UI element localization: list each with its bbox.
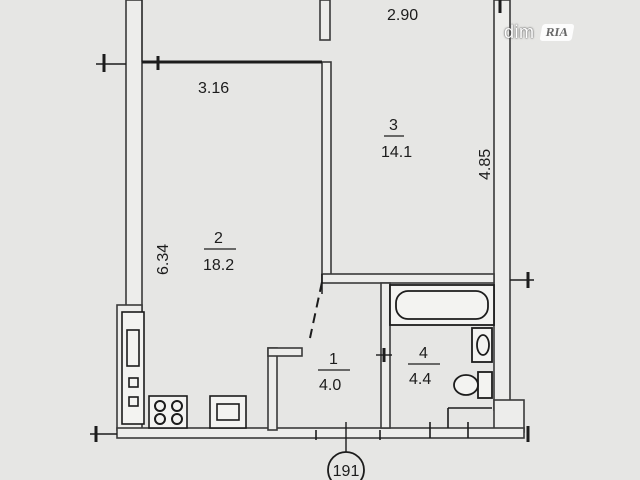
room-area: 14.1 [381, 144, 412, 161]
washbasin-bowl [476, 334, 490, 356]
room-label-3: 3 14.1 [381, 117, 412, 161]
sink-icon [126, 329, 140, 367]
partition-room2-room3 [321, 61, 332, 283]
room-label-1: 1 4.0 [318, 351, 350, 394]
dimension-room2-width: 3.16 [198, 80, 229, 97]
bathtub-inner [395, 290, 489, 320]
hall-wall-left [267, 347, 278, 431]
room-area: 4.4 [409, 371, 431, 388]
partition-top [319, 0, 331, 41]
room-number: 1 [329, 351, 338, 368]
room-area: 18.2 [203, 257, 234, 274]
stove-icon [148, 395, 188, 429]
axis-marker-label: 191 [333, 463, 360, 480]
watermark-logo: RIA [539, 23, 575, 41]
counter-detail-2 [128, 396, 139, 407]
left-wall [125, 0, 143, 316]
bottom-wall [116, 427, 525, 439]
dim-ria-watermark: dim RIA [498, 16, 604, 48]
room-number: 4 [419, 345, 428, 362]
watermark-brand: dim [504, 21, 535, 42]
room-number: 2 [214, 230, 223, 247]
room-label-2: 2 18.2 [203, 230, 236, 274]
bottom-openings [315, 407, 492, 440]
counter-detail [128, 377, 139, 388]
stove-burners-icon [154, 400, 183, 425]
toilet-icon [453, 374, 479, 396]
dimension-room3-depth: 4.85 [477, 149, 494, 180]
right-wall [493, 0, 511, 411]
room-area: 4.0 [319, 377, 341, 394]
kitchen-fixtures [121, 311, 247, 429]
room-label-4: 4 4.4 [408, 345, 440, 388]
wall-room3-bottom [321, 273, 495, 284]
dimension-top: 2.90 [387, 7, 418, 24]
door-swing [309, 281, 323, 339]
kitchen-counter [121, 311, 145, 425]
dimension-ticks [90, 0, 534, 442]
bathroom-fixtures [389, 284, 495, 399]
toilet-tank [477, 371, 493, 399]
room-number: 3 [389, 117, 398, 134]
dimension-room2-depth: 6.34 [155, 244, 172, 275]
oven-door [216, 403, 240, 421]
hall-wall-stub [267, 347, 303, 357]
axis-marker: 191 [327, 451, 365, 480]
walls [116, 0, 525, 439]
